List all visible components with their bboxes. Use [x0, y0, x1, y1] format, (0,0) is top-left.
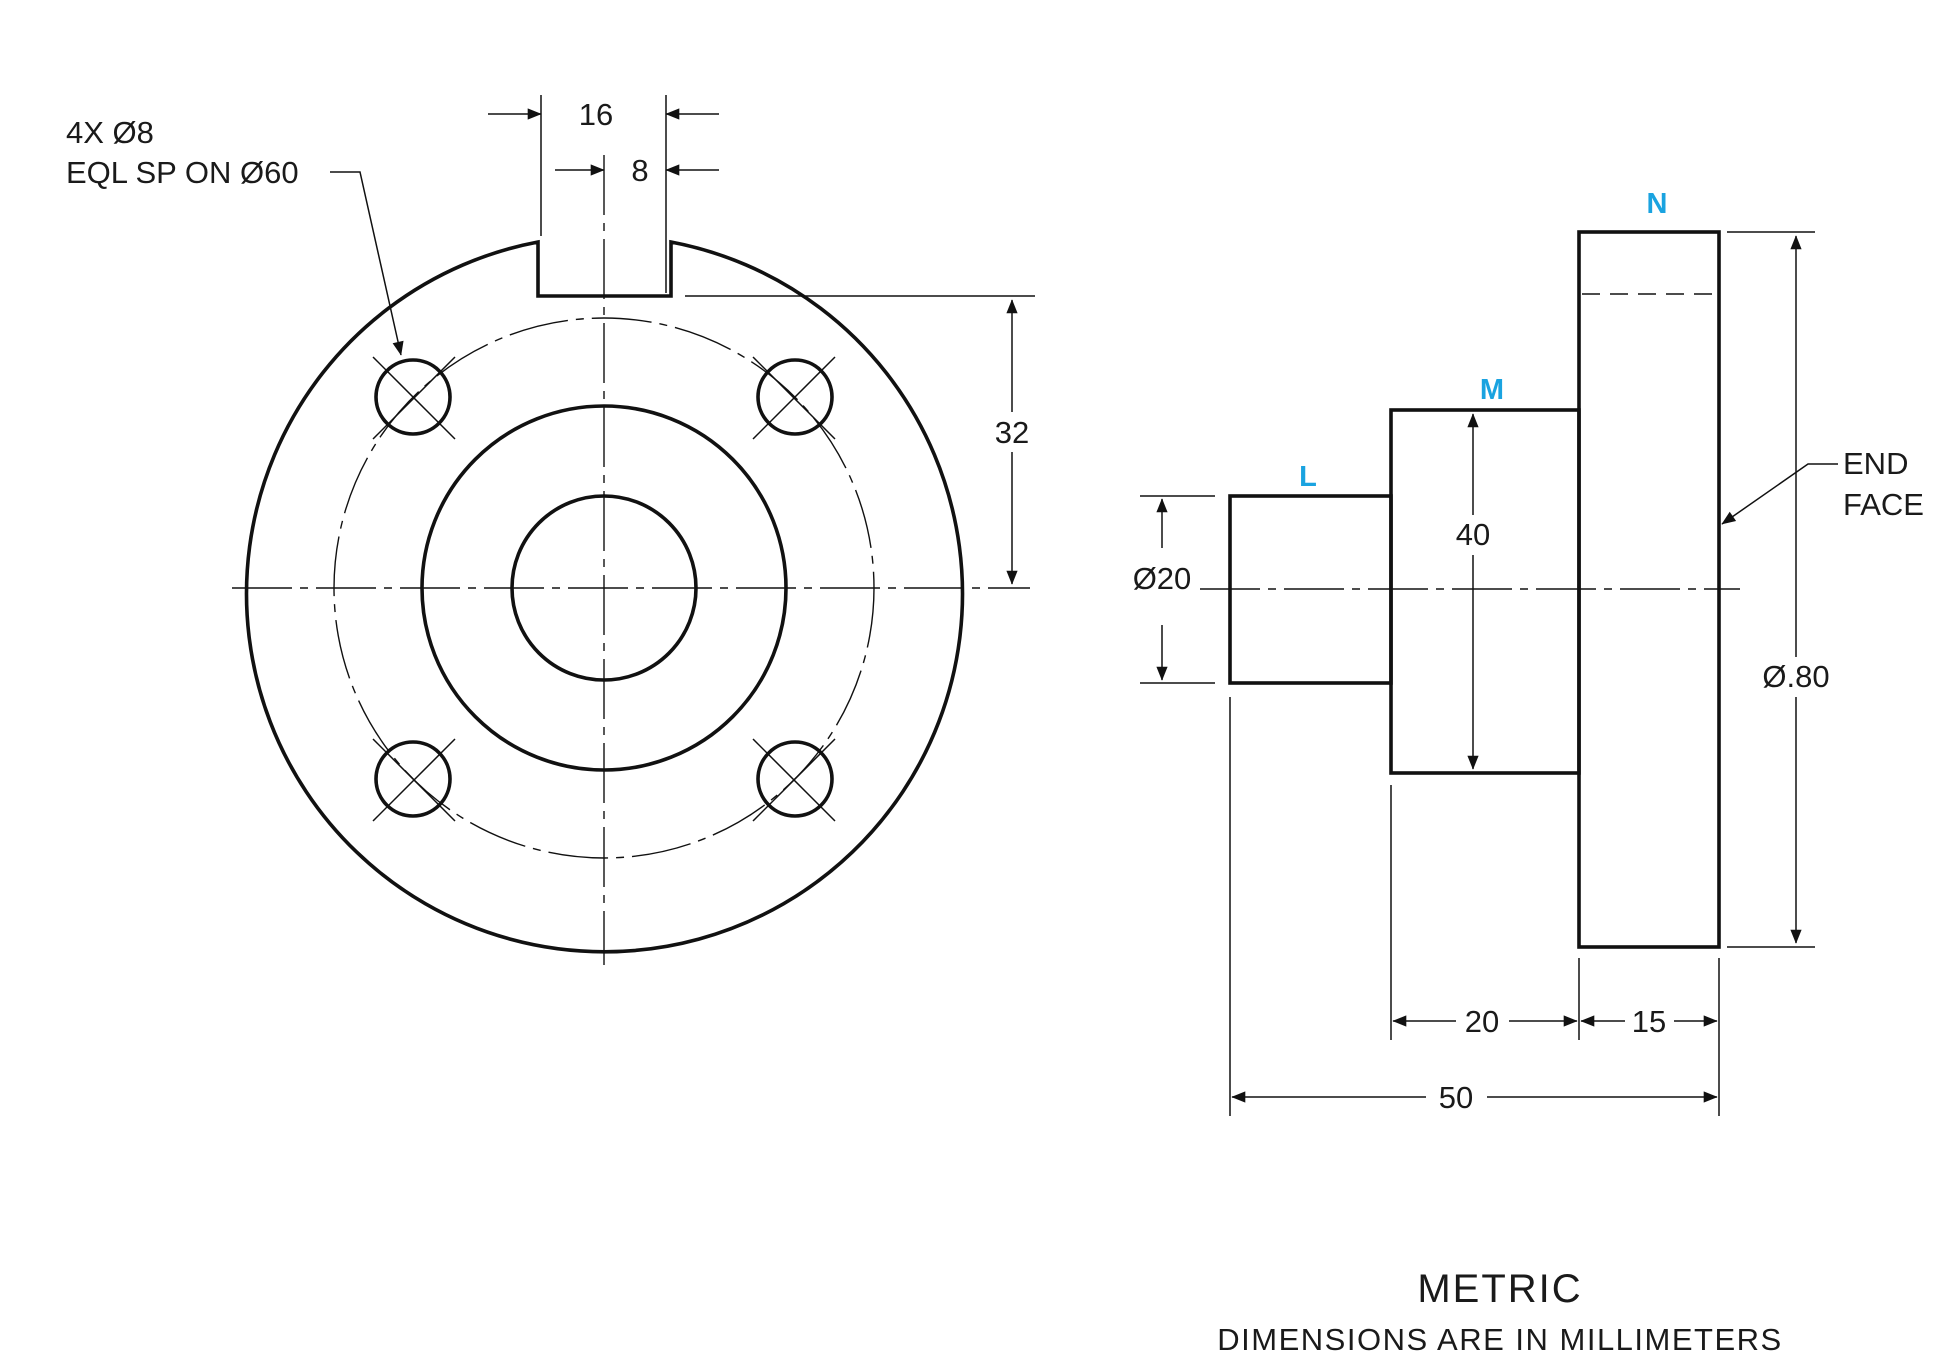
bolt-hole-bl: [372, 738, 456, 822]
front-view: 16 8 32 4X Ø8 EQL SP ON Ø60: [66, 95, 1035, 965]
hole-note-line2: EQL SP ON Ø60: [66, 155, 299, 190]
side-view: L M N Ø20 40 Ø.80 END FACE 20: [1133, 188, 1924, 1116]
bolt-hole-tr: [752, 356, 836, 440]
section-m: [1389, 408, 1581, 775]
hole-note-line1: 4X Ø8: [66, 115, 154, 150]
length-m-dim: 20: [1465, 1004, 1499, 1039]
length-n-dim: 15: [1632, 1004, 1666, 1039]
slot-depth-dim: 32: [995, 415, 1029, 450]
slot-half-width-dim: 8: [631, 153, 648, 188]
flange-outline: [244, 239, 965, 954]
end-face-line1: END: [1843, 446, 1908, 481]
label-n: N: [1647, 188, 1668, 220]
label-m: M: [1480, 374, 1504, 406]
dia-m-dim: 40: [1456, 517, 1490, 552]
bolt-hole-br: [752, 738, 836, 822]
units-note: DIMENSIONS ARE IN MILLIMETERS: [1217, 1322, 1782, 1357]
end-face-line2: FACE: [1843, 487, 1924, 522]
dia-n-dim: Ø.80: [1762, 659, 1829, 694]
label-l: L: [1299, 461, 1317, 493]
overall-length-dim: 50: [1439, 1080, 1473, 1115]
dia-l-dim: Ø20: [1133, 561, 1192, 596]
slot-width-dim: 16: [579, 97, 613, 132]
bolt-hole-tl: [372, 356, 456, 440]
units-title: METRIC: [1417, 1267, 1582, 1311]
